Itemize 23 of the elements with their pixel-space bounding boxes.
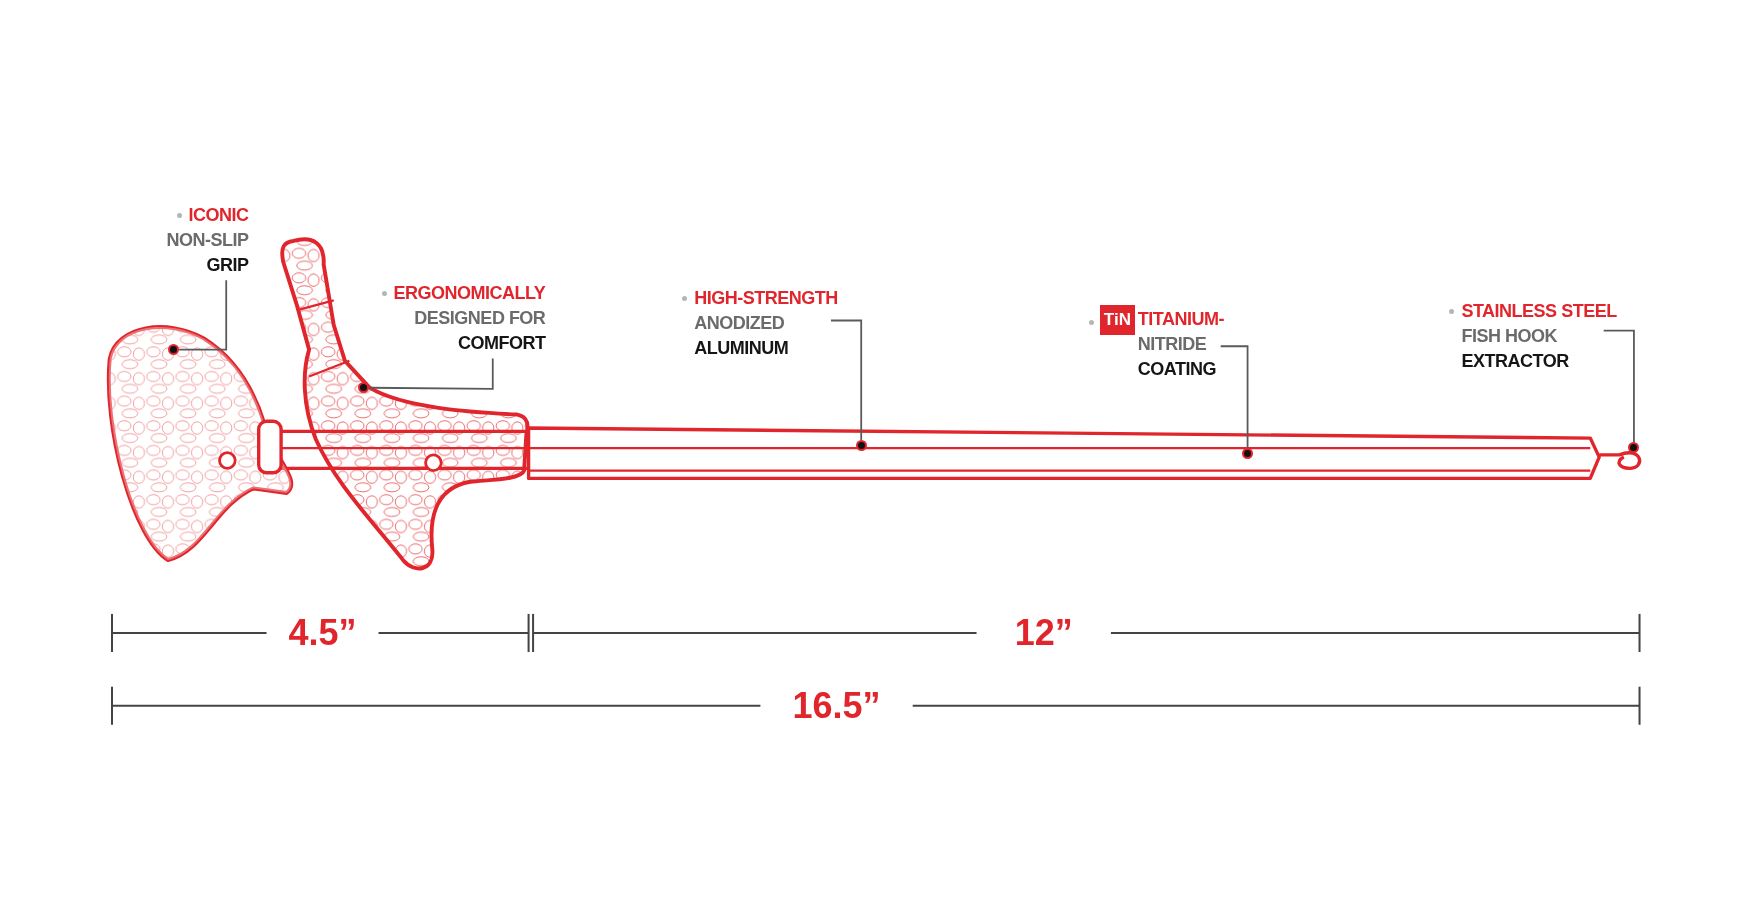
feature-label: DESIGNED FOR: [414, 307, 546, 331]
leader-line: [1219, 345, 1249, 450]
dimension-label: 4.5”: [288, 614, 357, 651]
leader-line: [368, 357, 494, 390]
feature-label: EXTRACTOR: [1461, 350, 1569, 373]
dimension-label: 12”: [1014, 614, 1073, 651]
feature-label: ANODIZED: [694, 311, 785, 335]
feature-label: FISH HOOK: [1461, 325, 1557, 348]
feature-label: NON-SLIP: [166, 228, 249, 252]
leader-line: [830, 319, 863, 442]
feature-label: COATING: [1137, 357, 1216, 381]
feature-label: ERGONOMICALLY: [393, 282, 546, 306]
tin-badge: TiN: [1099, 304, 1136, 335]
feature-label: COMFORT: [457, 332, 546, 356]
feature-label: GRIP: [206, 253, 249, 277]
feature-label: HIGH-STRENGTH: [694, 286, 838, 310]
feature-label: ICONIC: [188, 203, 249, 227]
feature-label: TITANIUM-: [1137, 307, 1224, 331]
leader-line: [1602, 329, 1635, 444]
feature-label: STAINLESS STEEL: [1461, 300, 1617, 323]
feature-label: NITRIDE: [1137, 332, 1207, 356]
dimension-label: 16.5”: [792, 687, 881, 724]
feature-label: ALUMINUM: [694, 336, 789, 360]
